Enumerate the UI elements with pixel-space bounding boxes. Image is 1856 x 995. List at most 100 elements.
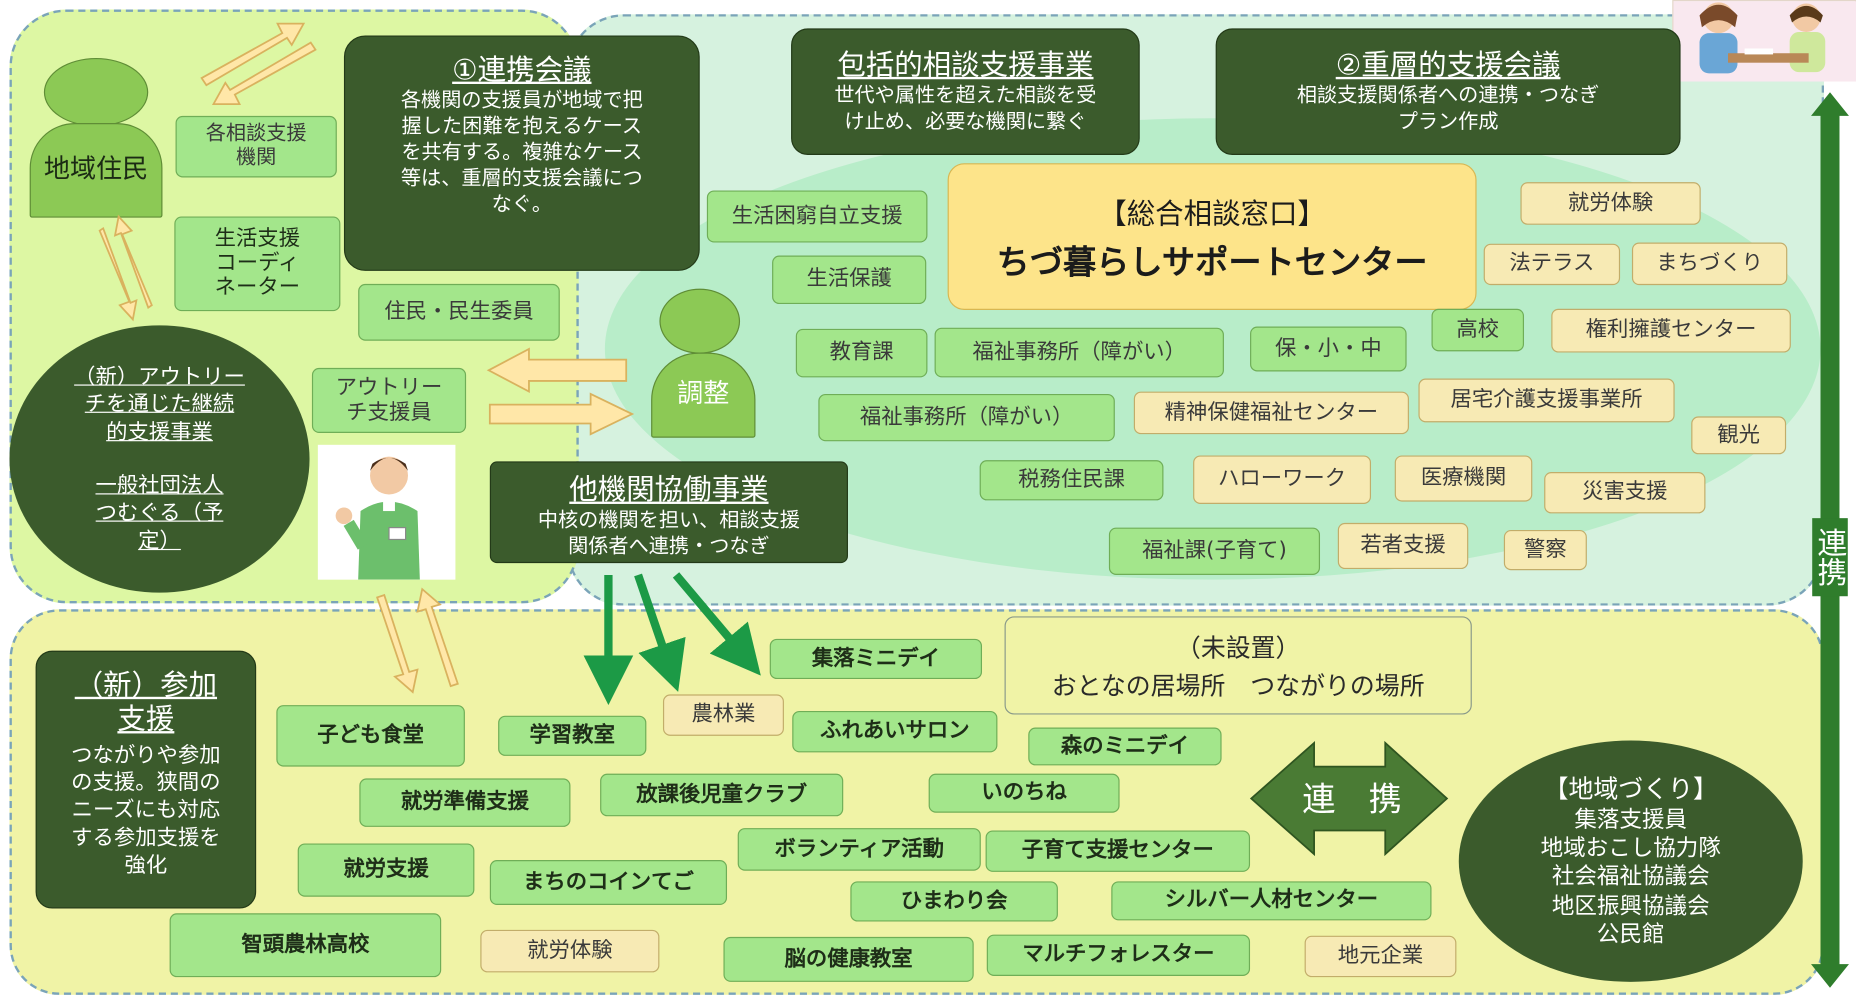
kenri-yogo-box: 権利擁護センター <box>1551 308 1791 353</box>
left-arrow-icon <box>486 347 628 394</box>
hoshochu-box: 保・小・中 <box>1250 326 1407 372</box>
houkatsu-box: 包括的相談支援事業 世代や属性を超えた相談を受 け止め、必要な機関に繋ぐ <box>791 28 1140 155</box>
misetchi-line: （未設置） <box>1175 633 1301 662</box>
seikatsu-konkyu-box: 生活困窮自立支援 <box>706 190 928 243</box>
center-title: ちづ暮らしサポートセンター <box>996 241 1428 281</box>
sanka-line: ニーズにも対応 <box>71 797 221 823</box>
outreach-circle: （新）アウトリー チを通じた継続 的支援事業 一般社団法人 つむぐる（予 定） <box>9 325 310 593</box>
houkatsu-title: 包括的相談支援事業 <box>837 48 1094 82</box>
iryo-box: 医療機関 <box>1394 455 1533 502</box>
jumin-minsei-box: 住民・民生委員 <box>358 283 560 341</box>
no-kenko-box: 脳の健康教室 <box>723 936 974 982</box>
double-arrow-icon <box>376 587 459 694</box>
outreach-line: 一般社団法人 <box>95 473 224 499</box>
seishin-box: 精神保健福祉センター <box>1133 391 1409 435</box>
horizontal-double-arrow-icon <box>1249 740 1449 857</box>
consultation-illustration <box>1672 0 1856 82</box>
chiiki-zukuri-circle: 【地域づくり】 集落支援員 地域おこし協力隊 社会福祉協議会 地区振興協議会 公… <box>1458 740 1803 982</box>
kodomo-shokudo-box: 子ども食堂 <box>276 705 465 767</box>
shuro-shien-box: 就労支援 <box>297 843 475 897</box>
juso-kaigi-line: プラン作成 <box>1397 110 1499 134</box>
gakushu-box: 学習教室 <box>498 715 647 756</box>
zeimu-box: 税務住民課 <box>979 460 1164 501</box>
ho-terasu-box: 法テラス <box>1483 243 1621 286</box>
takikan-box: 他機関協働事業 中核の機関を担い、相談支援 関係者へ連携・つなぎ <box>489 461 848 564</box>
resident-figure: 地域住民 <box>29 123 163 218</box>
renkei-kaigi-line: 等は、重層的支援会議につ <box>400 167 643 191</box>
coordination-figure: 調整 <box>651 352 756 438</box>
fukushi-kosodate-box: 福祉課(子育て) <box>1108 527 1321 575</box>
juso-kaigi-box: ②重層的支援会議 相談支援関係者への連携・つなぎ プラン作成 <box>1215 28 1681 155</box>
center-subtitle: 【総合相談窓口】 <box>1098 196 1326 231</box>
renkei-kaigi-title: ①連携会議 <box>452 53 592 87</box>
chiiki-zukuri-line: 集落支援員 <box>1574 806 1688 833</box>
misetchi-line: おとなの居場所 つながりの場所 <box>1051 671 1425 700</box>
renkei-kaigi-line: を共有する。複雑なケース <box>401 140 643 165</box>
chiiki-zukuri-line: 公民館 <box>1596 921 1665 948</box>
takikan-line: 関係者へ連携・つなぎ <box>568 534 770 559</box>
inochine-box: いのちね <box>928 773 1120 813</box>
double-arrow-icon <box>98 214 153 322</box>
kyotaku-box: 居宅介護支援事業所 <box>1418 378 1675 423</box>
takikan-line: 中核の機関を担い、相談支援 <box>537 508 800 533</box>
chizu-norin-box: 智頭農林高校 <box>169 913 442 978</box>
hello-work-box: ハローワーク <box>1193 455 1372 504</box>
houkatsu-line: 世代や属性を超えた相談を受 <box>834 83 1097 108</box>
juso-kaigi-title: ②重層的支援会議 <box>1335 48 1561 82</box>
houkatsu-line: け止め、必要な機関に繋ぐ <box>844 110 1087 134</box>
himawari-box: ひまわり会 <box>850 881 1058 922</box>
shuro-junbi-box: 就労準備支援 <box>359 778 571 827</box>
kaku-soudan-box: 各相談支援 機関 <box>175 115 337 178</box>
shuraku-miniday-box: 集落ミニデイ <box>769 638 983 680</box>
renkei-kaigi-box: ①連携会議 各機関の支援員が地域で把 握した困難を抱えるケース を共有する。複雑… <box>343 35 700 271</box>
multi-forester-box: マルチフォレスター <box>986 934 1251 976</box>
double-arrow-icon <box>200 22 317 105</box>
outreach-line: チを通じた継続 <box>84 391 235 417</box>
mori-miniday-box: 森のミニデイ <box>1028 727 1222 766</box>
sanka-line: する参加支援を <box>71 825 221 851</box>
kyoiku-box: 教育課 <box>795 328 928 378</box>
sougou-soudan-center: 【総合相談窓口】 ちづ暮らしサポートセンター <box>947 163 1477 310</box>
sanka-title: 支援 <box>117 702 175 736</box>
sanka-title: （新）参加 <box>74 668 218 702</box>
right-arrow-icon <box>488 392 635 436</box>
sanka-line: の支援。狭間の <box>71 770 221 795</box>
koko-box: 高校 <box>1431 308 1525 352</box>
shuro-taiken-box-2: 就労体験 <box>480 929 660 973</box>
chiiki-zukuri-line: 地域おこし協力隊 <box>1540 835 1721 862</box>
staff-illustration <box>317 444 456 580</box>
seikatsu-hogo-box: 生活保護 <box>772 255 927 305</box>
renkei-kaigi-line: 各機関の支援員が地域で把 <box>400 88 643 113</box>
renkei-vertical-label: 連携 <box>1812 518 1848 597</box>
outreach-line: 的支援事業 <box>106 419 213 445</box>
seikatsu-coordinator-box: 生活支援 コーディ ネーター <box>174 216 341 312</box>
chiiki-zukuri-title: 【地域づくり】 <box>1543 774 1718 803</box>
renkei-horizontal-label: 連 携 <box>1302 779 1402 819</box>
takikan-title: 他機関協働事業 <box>569 473 769 507</box>
keisatsu-box: 警察 <box>1503 529 1587 571</box>
renkei-kaigi-line: なぐ。 <box>491 193 553 217</box>
juso-kaigi-line: 相談支援関係者への連携・つなぎ <box>1296 83 1600 108</box>
fukushi-shogai-box: 福祉事務所（障がい） <box>934 327 1224 378</box>
silver-box: シルバー人材センター <box>1111 881 1432 921</box>
outreach-line: （新）アウトリー <box>74 364 245 390</box>
green-arrow-icon <box>583 572 761 706</box>
sanka-line: つながりや参加 <box>71 742 221 768</box>
machizukuri-box: まちづくり <box>1631 242 1788 286</box>
kosodate-center-box: 子育て支援センター <box>985 830 1251 872</box>
shuro-taiken-box: 就労体験 <box>1520 182 1701 225</box>
outreach-staff-box: アウトリー チ支援員 <box>311 367 467 433</box>
norin-box: 農林業 <box>662 694 784 736</box>
sanka-box: （新）参加 支援 つながりや参加 の支援。狭間の ニーズにも対応 する参加支援を… <box>35 650 257 909</box>
chiiki-zukuri-line: 社会福祉協議会 <box>1551 863 1710 890</box>
chiiki-zukuri-line: 地区振興協議会 <box>1551 892 1710 919</box>
hokago-box: 放課後児童クラブ <box>600 773 844 817</box>
outreach-line: 定） <box>138 528 181 554</box>
volunteer-box: ボランティア活動 <box>737 828 981 871</box>
machi-coin-box: まちのコインてご <box>489 860 728 905</box>
sanka-line: 強化 <box>124 853 168 878</box>
misetchi-box: （未設置） おとなの居場所 つながりの場所 <box>1004 616 1472 715</box>
renkei-kaigi-line: 握した困難を抱えるケース <box>401 114 642 139</box>
jimoto-box: 地元企業 <box>1304 935 1457 978</box>
